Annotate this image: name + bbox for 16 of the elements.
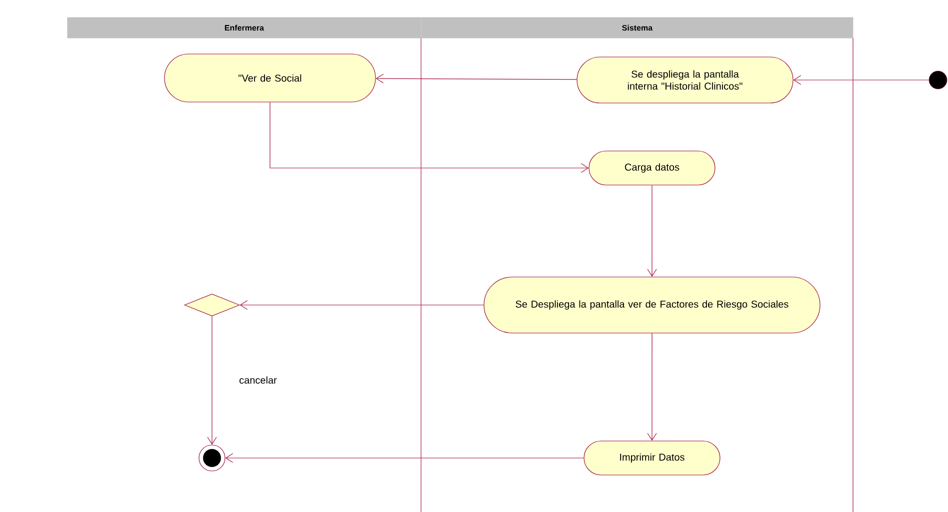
arrow: [270, 102, 589, 173]
arrow: [240, 300, 484, 310]
activity-box: Se Despliega la pantalla ver de Factores de Riesgo Sociales: [484, 276, 820, 334]
arrow: [647, 185, 657, 277]
activity-box: Se despliega la pantalla interna "Historial Clinicos": [576, 56, 794, 104]
arrow: [207, 316, 217, 445]
arrow: [225, 453, 584, 463]
activity-box: "Ver de Social: [164, 54, 376, 102]
activity-box: Imprimir Datos: [584, 440, 720, 476]
edge-label: cancelar: [238, 375, 278, 385]
start-state: [928, 70, 948, 90]
arrow: [376, 74, 577, 84]
arrow: [647, 333, 657, 441]
arrow: [793, 75, 930, 85]
activity-box: Carga datos: [588, 150, 716, 186]
end-state: [198, 444, 226, 472]
